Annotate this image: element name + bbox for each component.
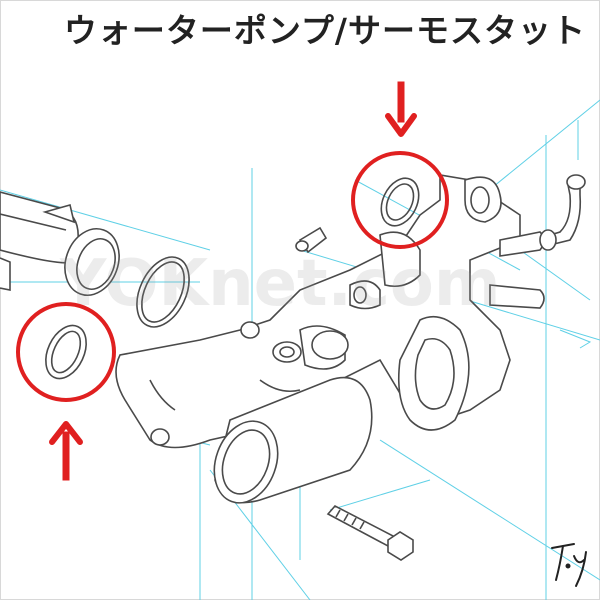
thermostat-housing bbox=[115, 174, 545, 504]
svg-text:YOKnet.com: YOKnet.com bbox=[59, 247, 501, 321]
sensor-pipe bbox=[150, 174, 586, 446]
bolt bbox=[326, 505, 414, 561]
signature bbox=[551, 543, 587, 587]
coolant-pipe bbox=[0, 191, 120, 296]
watermark: YOKnet.com bbox=[59, 247, 501, 321]
arrow-down-icon bbox=[385, 81, 417, 137]
highlight-circle-lower bbox=[16, 302, 116, 402]
o-rings bbox=[45, 177, 420, 380]
highlight-circle-upper bbox=[351, 151, 449, 249]
highlight-circles bbox=[16, 151, 449, 402]
page-title: ウォーターポンプ/サーモスタット bbox=[63, 11, 586, 50]
arrow-up-icon bbox=[49, 421, 83, 481]
